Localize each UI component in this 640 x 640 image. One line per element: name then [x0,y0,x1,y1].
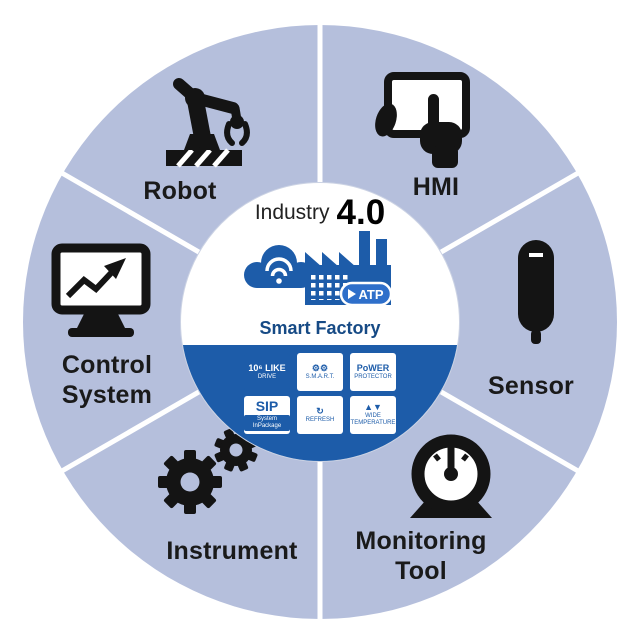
segment-dividers [60,24,580,620]
segment-label-hmi: HMI [412,173,460,201]
refresh-icon: ↻ [316,405,324,416]
center-icons: ATP [181,227,459,327]
segment-label-robot: Robot [143,177,217,205]
feature-badge: PoWER PROTECTOR [350,353,396,391]
feature-badge: 10⁶ LIKE DRIVE [244,353,290,391]
temperature-icon: ▲▼ [364,402,382,413]
industry-title: Industry [254,201,330,224]
page-title: Industry 4.0 [181,193,459,233]
robot-arm-icon [166,78,250,168]
center-panel: Industry 4.0 [180,182,460,462]
industry-version: 4.0 [336,193,386,232]
feature-badges: 10⁶ LIKE DRIVE ⚙⚙ S.M.A.R.T. PoWER PROTE… [181,345,459,434]
feature-band: 10⁶ LIKE DRIVE ⚙⚙ S.M.A.R.T. PoWER PROTE… [181,345,459,461]
monitor-chart-icon [51,243,151,337]
atp-badge: ATP [339,281,393,307]
feature-badge: ▲▼ WIDE TEMPERATURE [350,396,396,434]
segment-label-instrument: Instrument [166,537,298,565]
smart-factory-label: Smart Factory [259,318,381,338]
gears-small-icon: ⚙⚙ [311,362,329,373]
segment-label-control-system: Control System [61,351,153,409]
segment-label-monitoring-tool: Monitoring Tool [355,527,487,585]
feature-badge: SIP System InPackage [244,396,290,434]
feature-badge: ⚙⚙ S.M.A.R.T. [297,353,343,391]
atp-label: ATP [358,287,383,302]
factory-icon: ATP [305,231,393,307]
tablet-touch-icon [375,72,470,168]
segment-label-sensor: Sensor [488,372,574,400]
feature-badge: ↻ REFRESH [297,396,343,434]
thermometer-icon [518,240,554,344]
atp-arrow-icon [348,289,356,299]
